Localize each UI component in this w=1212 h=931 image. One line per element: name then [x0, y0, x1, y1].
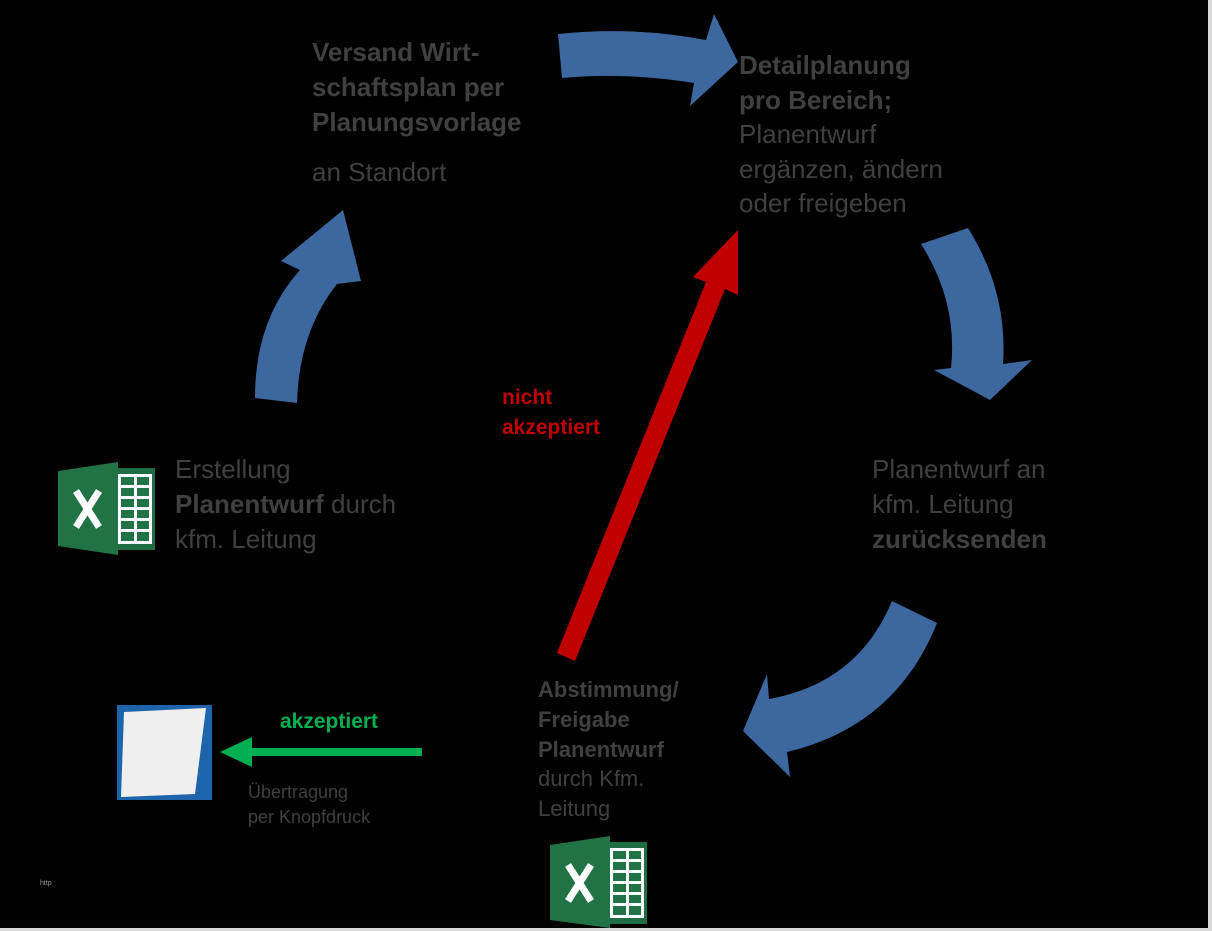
rejected-label-line: nicht: [502, 386, 553, 409]
cycle-arrow-right: [921, 228, 1032, 400]
step-approval: Abstimmung/ Freigabe Planentwurf durch K…: [538, 675, 679, 824]
rejected-arrow: [557, 230, 738, 661]
step-approval-title: Abstimmung/: [538, 677, 679, 702]
step-create-draft-emphasis: Planentwurf: [175, 489, 324, 519]
step-return-draft-emphasis: zurücksenden: [872, 524, 1047, 554]
step-approval-title: Planentwurf: [538, 736, 664, 762]
watermark-text: http: [40, 880, 52, 887]
rejected-label: nicht akzeptiert: [502, 383, 600, 443]
step-send-plan-detail: an Standort: [312, 157, 447, 187]
cycle-arrow-top: [558, 14, 738, 106]
step-approval-detail: Leitung: [538, 796, 611, 822]
step-detail-planning-detail: oder freigeben: [739, 188, 907, 218]
step-create-draft: Erstellung Planentwurf durch kfm. Leitun…: [175, 452, 396, 557]
step-send-plan-title: schaftsplan per: [312, 72, 505, 102]
accepted-arrow: [220, 737, 422, 767]
step-send-plan-title: Planungsvorlage: [312, 107, 522, 137]
step-return-draft-detail: kfm. Leitung: [872, 489, 1014, 519]
step-approval-detail: durch Kfm.: [538, 766, 645, 792]
step-approval-title: Freigabe: [538, 706, 630, 732]
accepted-label: akzeptiert: [280, 710, 379, 733]
target-app-icon: [117, 705, 212, 800]
transfer-label: Übertragung per Knopfdruck: [248, 780, 370, 830]
step-detail-planning-detail: ergänzen, ändern: [739, 153, 943, 184]
transfer-label-line: Übertragung: [248, 782, 349, 802]
step-send-plan-title: Versand Wirt-: [312, 37, 480, 67]
excel-icon: [550, 836, 647, 928]
step-send-plan: Versand Wirt- schaftsplan per Planungsvo…: [312, 35, 522, 140]
step-detail-planning: Detailplanung pro Bereich; Planentwurf e…: [739, 48, 943, 221]
step-return-draft-detail: Planentwurf an: [872, 454, 1046, 484]
step-detail-planning-title: Detailplanung: [739, 50, 911, 80]
excel-icon: [58, 462, 155, 555]
step-create-draft-line1: Erstellung: [175, 454, 291, 484]
cycle-arrow-left: [255, 210, 361, 403]
step-create-draft-line2: durch: [331, 489, 397, 519]
step-return-draft: Planentwurf an kfm. Leitung zurücksenden: [872, 452, 1047, 557]
step-detail-planning-title: pro Bereich;: [739, 84, 893, 115]
rejected-label-line: akzeptiert: [502, 416, 601, 439]
step-create-draft-line3: kfm. Leitung: [175, 524, 317, 554]
step-detail-planning-detail: Planentwurf: [739, 119, 877, 149]
cycle-arrow-bottom: [743, 601, 937, 777]
transfer-label-line: per Knopfdruck: [248, 807, 371, 827]
